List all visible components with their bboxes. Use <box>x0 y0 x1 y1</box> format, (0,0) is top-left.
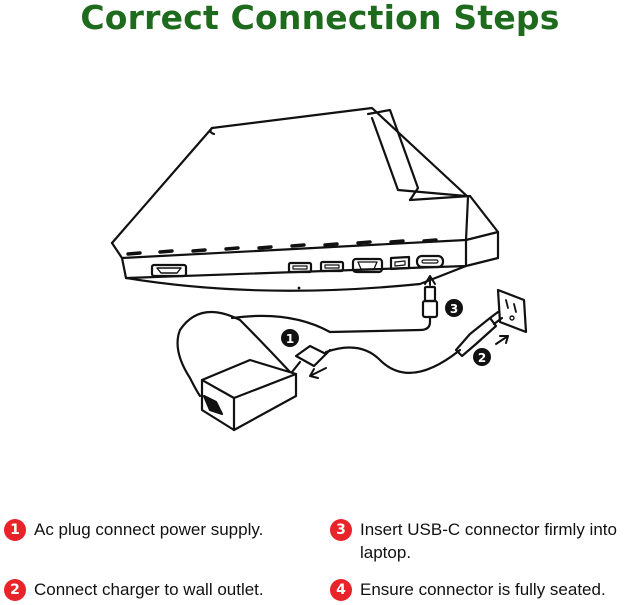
power-adapter-icon <box>200 358 298 432</box>
hdmi-port-icon <box>150 263 188 278</box>
callout-1: 1 <box>281 329 299 347</box>
step-number-badge: 2 <box>4 579 26 601</box>
usb-a-port-icon <box>319 260 345 273</box>
step-4: 4 Ensure connector is fully seated. <box>330 578 638 601</box>
usb-c-plug <box>328 275 439 334</box>
vga-port-icon <box>351 257 384 274</box>
step-3: 3 Insert USB-C connector firmly into lap… <box>330 518 635 564</box>
svg-text:2: 2 <box>478 351 486 365</box>
step-number-badge: 4 <box>330 579 352 601</box>
step-number-badge: 1 <box>4 519 26 541</box>
svg-text:3: 3 <box>450 302 458 316</box>
dc-cable <box>176 310 292 398</box>
ac-plug-adapter <box>290 344 462 374</box>
usb-a-port-icon <box>287 261 313 274</box>
callout-2: 2 <box>473 348 491 366</box>
connection-diagram: 1 2 3 <box>110 106 528 432</box>
step-text: Ensure connector is fully seated. <box>360 580 606 599</box>
arrow-icon <box>495 335 509 345</box>
wall-outlet-icon <box>496 288 528 334</box>
ethernet-port-icon <box>389 255 411 271</box>
arrow-icon <box>309 367 327 379</box>
step-number-badge: 3 <box>330 519 352 541</box>
laptop-icon <box>110 106 500 292</box>
page-title: Correct Connection Steps <box>80 0 560 37</box>
step-text: Connect charger to wall outlet. <box>34 580 264 599</box>
svg-text:1: 1 <box>286 332 294 346</box>
callout-3: 3 <box>445 299 463 317</box>
step-2: 2 Connect charger to wall outlet. <box>4 578 314 601</box>
step-text: Insert USB-C connector firmly into lapto… <box>360 520 617 562</box>
step-text: Ac plug connect power supply. <box>34 520 264 539</box>
usb-c-port-icon <box>415 254 445 269</box>
step-1: 1 Ac plug connect power supply. <box>4 518 304 541</box>
